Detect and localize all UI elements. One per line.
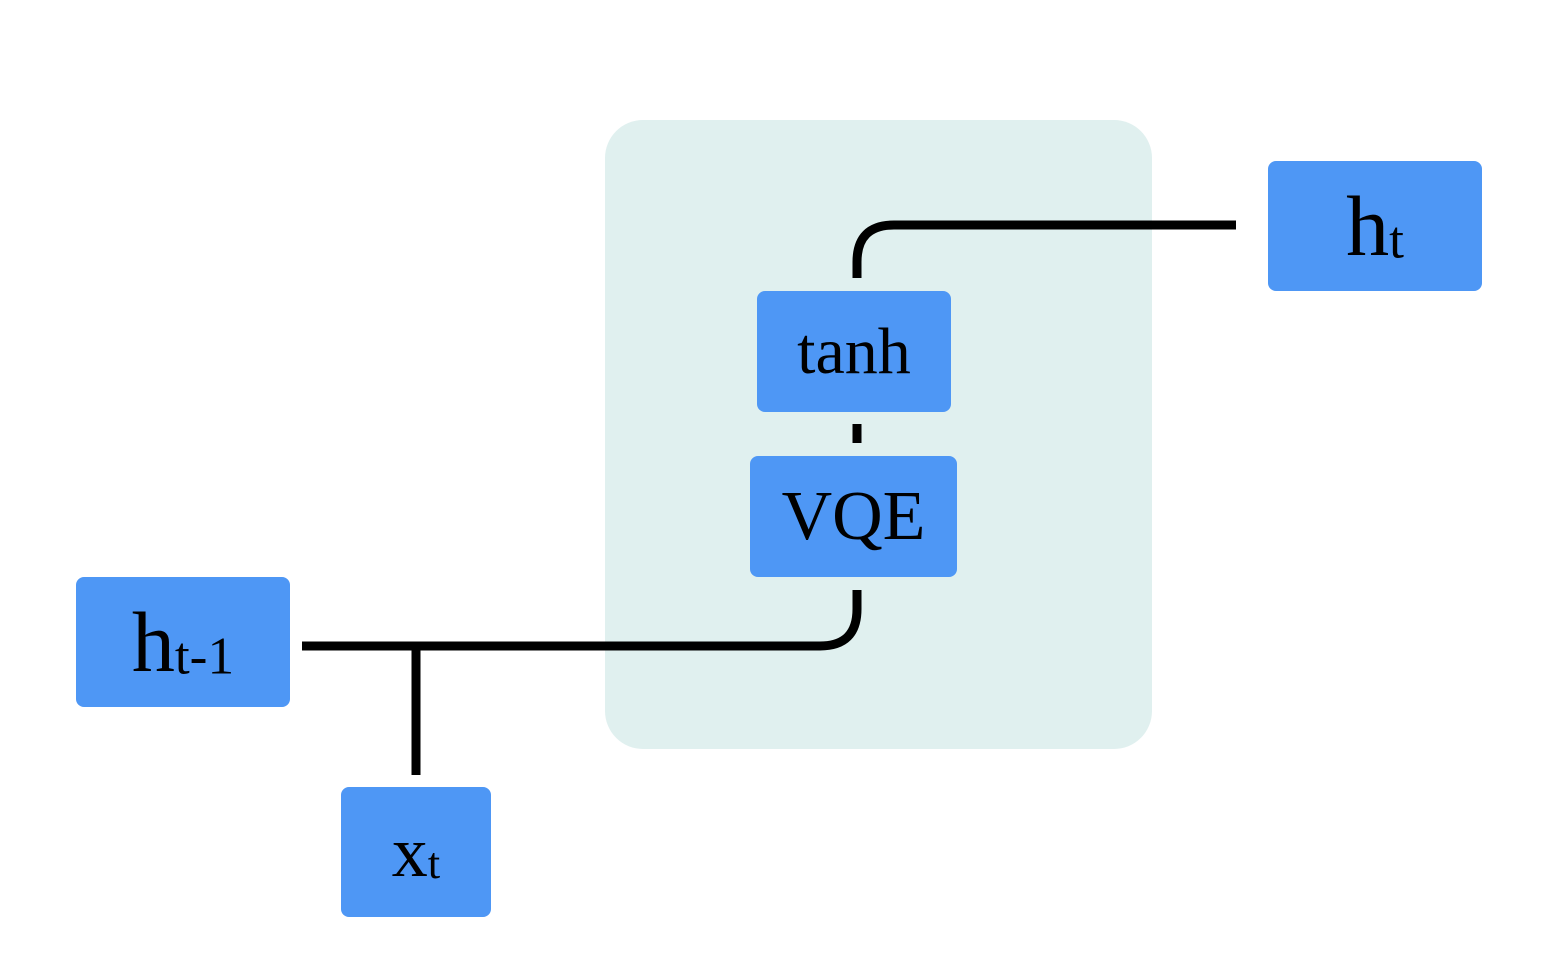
node-x-t: xt: [341, 787, 491, 917]
node-tanh: tanh: [757, 291, 951, 412]
node-vqe-label: VQE: [781, 477, 926, 555]
node-h-prev-label: ht-1: [131, 594, 235, 690]
edge-hprev-to-vqe: [302, 590, 862, 651]
edge-tanh-to-ht: [852, 220, 1236, 278]
node-h-prev: ht-1: [76, 577, 290, 707]
node-h-t: ht: [1268, 161, 1482, 291]
node-tanh-label: tanh: [797, 314, 911, 388]
node-x-t-label: xt: [391, 812, 441, 892]
node-vqe: VQE: [750, 456, 957, 577]
node-h-t-label: ht: [1346, 178, 1404, 274]
